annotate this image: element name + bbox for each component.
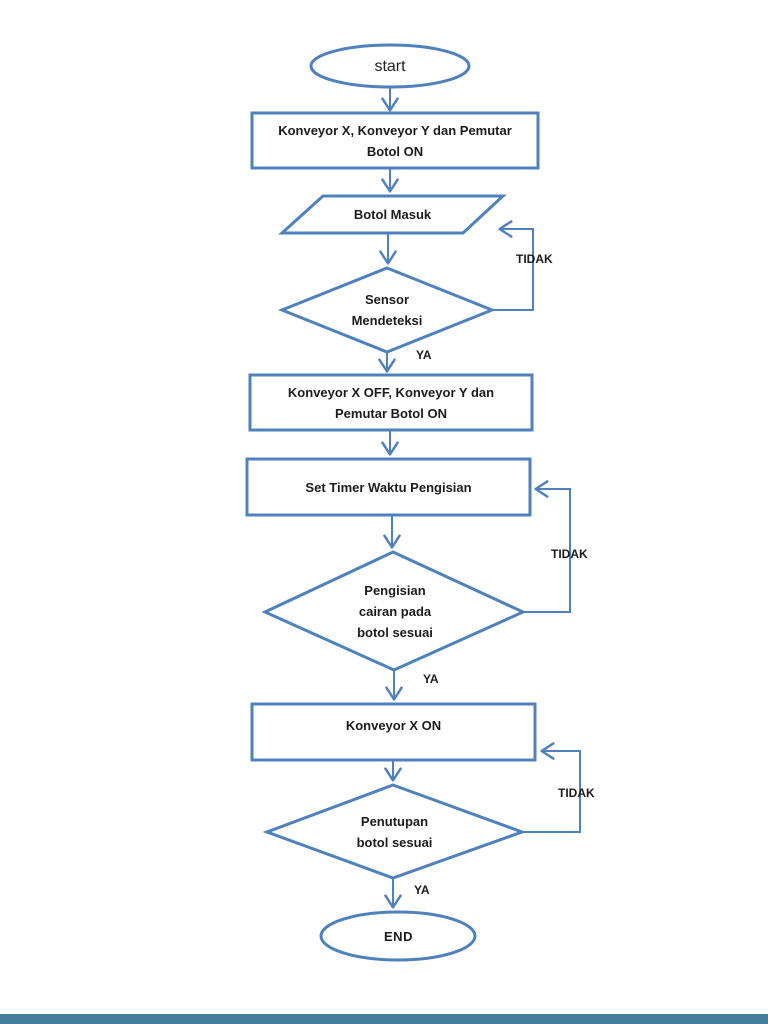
process-konveyor-x-on-shape (250, 702, 537, 762)
io-botol-masuk-shape (278, 194, 507, 235)
start-terminator-shape (309, 43, 471, 89)
process-konveyor-on-shape (250, 111, 540, 170)
process-konveyor-off-shape (248, 373, 534, 432)
end-terminator-shape (319, 910, 477, 962)
decision-penutupan-shape (262, 783, 527, 880)
edge-dec-sensor-no-loop (492, 220, 534, 311)
footer-bar (0, 1014, 768, 1024)
edge-dec-fill-no-loop (523, 480, 571, 613)
edge-dec-cap-no-loop (522, 742, 581, 833)
decision-sensor-shape (277, 266, 497, 354)
process-set-timer-shape (245, 457, 532, 517)
decision-pengisian-shape (261, 550, 527, 672)
